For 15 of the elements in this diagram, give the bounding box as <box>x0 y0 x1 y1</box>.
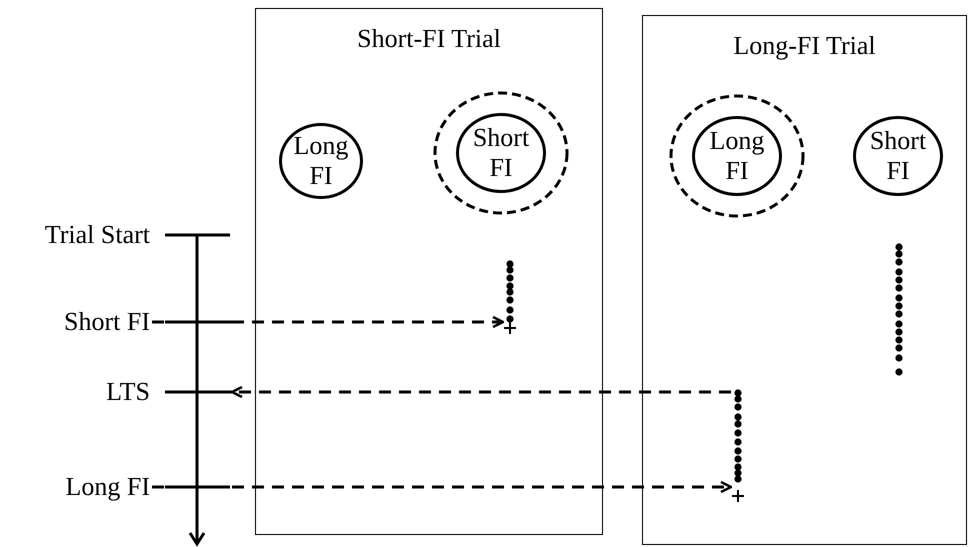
trial-panel <box>642 15 967 545</box>
event-label: Short FI <box>0 307 243 337</box>
panel-title: Long-FI Trial <box>732 30 877 62</box>
dashed-arrow <box>230 386 731 398</box>
event-label: LTS <box>0 377 232 407</box>
option-circle: Short FI <box>456 113 546 193</box>
option-circle: Long FI <box>692 116 782 196</box>
option-circle: Short FI <box>853 116 943 196</box>
dashed-arrow <box>152 480 732 494</box>
option-circle: Long FI <box>279 123 363 199</box>
panel-title: Short-FI Trial <box>356 23 502 55</box>
event-label: Long FI <box>0 472 230 502</box>
trial-panel <box>255 8 603 535</box>
dashed-arrow <box>152 316 504 328</box>
event-label: Trial Start <box>44 220 150 250</box>
